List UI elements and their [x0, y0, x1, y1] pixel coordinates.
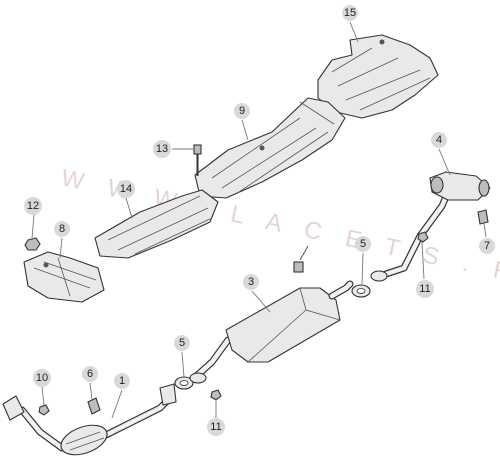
- svg-text:15: 15: [344, 7, 356, 19]
- svg-text:14: 14: [120, 183, 132, 195]
- svg-text:9: 9: [239, 105, 245, 117]
- bolt-10: [38, 404, 50, 416]
- svg-text:3: 3: [248, 276, 254, 288]
- gasket-5-rear: [351, 284, 371, 298]
- callout-4: 4: [431, 132, 447, 148]
- svg-text:7: 7: [484, 240, 490, 252]
- nut-11-rear: [417, 231, 429, 243]
- hanger-bracket-6: [87, 397, 101, 415]
- callout-3: 3: [243, 274, 259, 290]
- svg-text:4: 4: [436, 134, 442, 146]
- callout-12: 12: [24, 197, 42, 215]
- flange-front: [189, 372, 207, 384]
- heat-shield-manifold: [23, 251, 105, 303]
- center-muffler: [188, 245, 354, 384]
- bolt-13: [193, 144, 202, 176]
- callout-5-rear: 5: [355, 236, 371, 252]
- callout-10: 10: [33, 369, 51, 387]
- hanger-7: [477, 209, 489, 225]
- heat-shield-middle: [194, 97, 346, 199]
- callout-6: 6: [82, 366, 98, 382]
- callout-5-front: 5: [174, 335, 190, 351]
- callout-14: 14: [117, 180, 135, 198]
- svg-text:11: 11: [419, 283, 430, 295]
- front-pipe-catalytic-converter: [2, 383, 177, 456]
- hanger-rubber-upper: [293, 261, 304, 273]
- callout-13: 13: [153, 140, 171, 158]
- svg-text:8: 8: [59, 223, 65, 235]
- callout-8: 8: [54, 221, 70, 237]
- callout-15: 15: [342, 5, 358, 21]
- callout-9: 9: [234, 103, 250, 119]
- callout-1: 1: [114, 373, 130, 389]
- svg-text:6: 6: [87, 368, 93, 380]
- callout-7: 7: [479, 238, 495, 254]
- nut-12: [24, 237, 41, 251]
- svg-text:5: 5: [360, 238, 366, 250]
- leader-lines: [31, 21, 487, 419]
- heat-shield-upper: [317, 34, 439, 119]
- svg-text:1: 1: [119, 375, 125, 387]
- svg-text:11: 11: [210, 421, 221, 433]
- svg-text:5: 5: [179, 337, 185, 349]
- heat-shield-front: [94, 189, 219, 259]
- nut-11-front: [210, 389, 222, 401]
- svg-text:13: 13: [156, 143, 168, 155]
- svg-text:10: 10: [36, 372, 48, 384]
- callout-11-rear: 11: [416, 280, 434, 298]
- svg-text:12: 12: [27, 200, 39, 212]
- callout-11-front: 11: [207, 418, 225, 436]
